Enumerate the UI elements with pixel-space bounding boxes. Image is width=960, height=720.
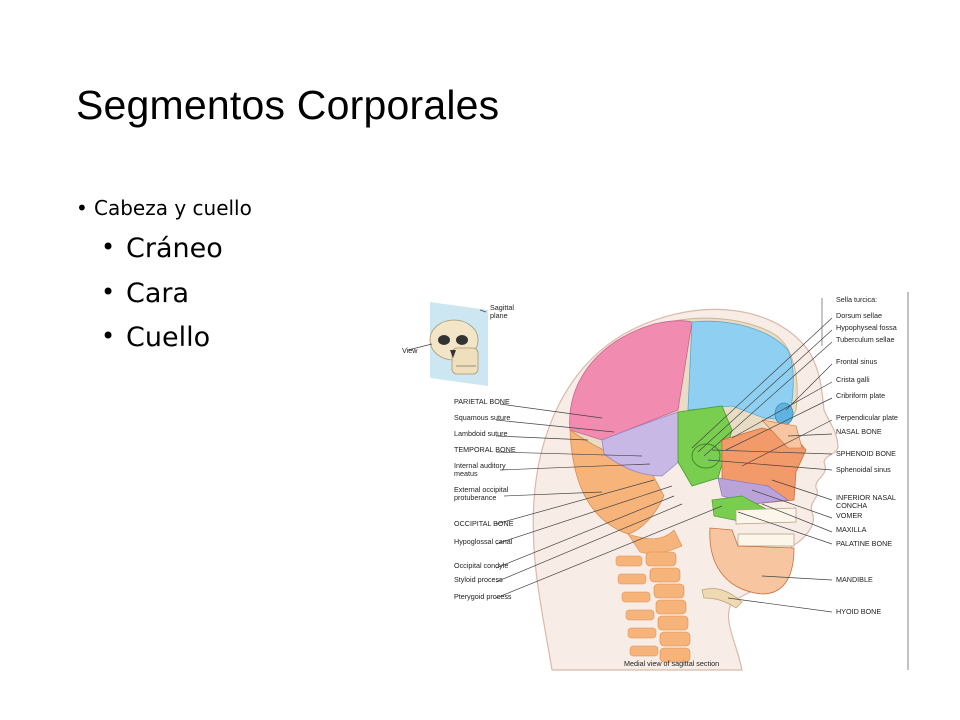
lower-teeth: [737, 533, 795, 547]
sub-bullet-cuello: • Cuello: [101, 322, 210, 353]
hyoid-bone: [701, 588, 743, 609]
bullet-dot: •: [101, 278, 116, 306]
figure-caption: Medial view of sagittal section: [624, 659, 719, 668]
label-pterygoid-process: Pterygoid process: [454, 592, 512, 601]
label-dorsum-sellae: Dorsum sellae: [836, 311, 882, 320]
upper-teeth: [735, 507, 797, 525]
sphenoidal-sinus: [691, 443, 721, 469]
bullet-cabeza-y-cuello: • Cabeza y cuello: [76, 196, 252, 220]
label-hypophyseal-fossa: Hypophyseal fossa: [836, 323, 897, 332]
cervical-spine: [615, 529, 691, 663]
label-lambdoid-suture: Lambdoid suture: [454, 429, 508, 438]
inset-skull-sagittal-plane: [407, 302, 488, 386]
label-maxilla: MAXILLA: [836, 525, 867, 534]
label-cribriform-plate: Cribriform plate: [836, 391, 885, 400]
label-frontal-sinus: Frontal sinus: [836, 357, 878, 366]
label-occipital-condyle: Occipital condyle: [454, 561, 508, 570]
nasal-bone: [761, 419, 803, 449]
left-leader-lines: [495, 403, 723, 599]
bullet-dot: •: [76, 196, 88, 220]
label-vomer: VOMER: [836, 511, 862, 520]
label-styloid-process: Styloid process: [454, 575, 503, 584]
mandible: [709, 527, 795, 595]
label-squamous-suture: Squamous suture: [454, 413, 510, 422]
bullet-text: Cráneo: [126, 233, 223, 264]
sub-bullet-craneo: • Cráneo: [101, 233, 223, 264]
right-leader-lines: [691, 298, 833, 613]
label-sella-turcica: Sella turcica:: [836, 295, 877, 304]
label-mandible: MANDIBLE: [836, 575, 873, 584]
parietal-bone: [569, 320, 693, 441]
bullet-dot: •: [101, 322, 116, 350]
bullet-dot: •: [101, 233, 116, 261]
label-view: View: [402, 346, 418, 355]
label-hypoglossal-canal: Hypoglossal canal: [454, 537, 513, 546]
label-parietal-bone: PARIETAL BONE: [454, 397, 510, 406]
label-sphenoid-bone: SPHENOID BONE: [836, 449, 896, 458]
bullet-text: Cabeza y cuello: [94, 196, 252, 220]
slide-title: Segmentos Corporales: [76, 82, 500, 128]
label-palatine-bone: PALATINE BONE: [836, 539, 892, 548]
label-nasal-bone: NASAL BONE: [836, 427, 882, 436]
label-temporal-bone: TEMPORAL BONE: [454, 445, 516, 454]
bullet-text: Cuello: [126, 322, 211, 353]
sub-bullet-cara: • Cara: [101, 278, 189, 309]
label-occipital-bone: OCCIPITAL BONE: [454, 519, 514, 528]
label-hyoid-bone: HYOID BONE: [836, 607, 881, 616]
label-crista-galli: Crista galli: [836, 375, 870, 384]
bullet-text: Cara: [126, 278, 190, 309]
label-tuberculum-sellae: Tuberculum sellae: [836, 335, 894, 344]
label-sphenoidal-sinus: Sphenoidal sinus: [836, 465, 891, 474]
label-perpendicular-plate: Perpendicular plate: [836, 413, 898, 422]
